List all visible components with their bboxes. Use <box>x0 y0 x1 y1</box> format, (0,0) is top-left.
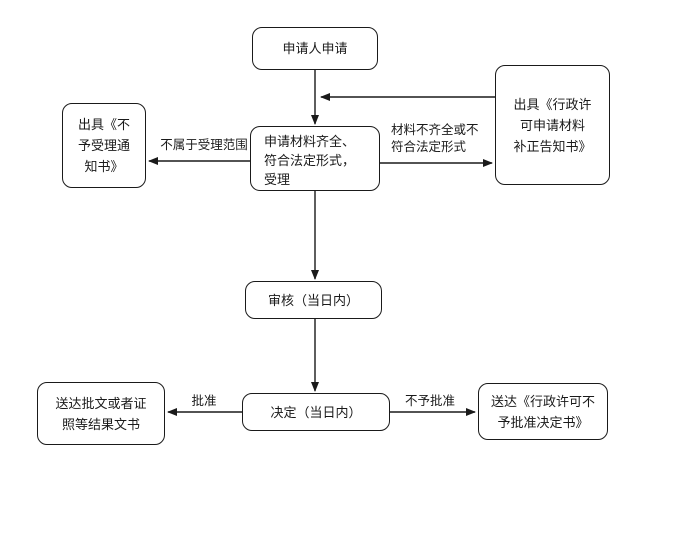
edge-label-approved: 批准 <box>191 394 217 408</box>
node-decision: 决定（当日内） <box>242 393 390 431</box>
edge-label-materials-incomplete: 材料不齐全或不 符合法定形式 <box>391 123 479 154</box>
node-deliver-approval-documents: 送达批文或者证 照等结果文书 <box>37 382 165 445</box>
node-deliver-denial-decision: 送达《行政许可不 予批准决定书》 <box>478 383 608 440</box>
node-supplement-notice: 出具《行政许 可申请材料 补正告知书》 <box>495 65 610 185</box>
node-rejection-notice: 出具《不 予受理通 知书》 <box>62 103 146 188</box>
node-review: 审核（当日内） <box>245 281 382 319</box>
node-applicant-apply: 申请人申请 <box>252 27 378 70</box>
node-accept-application: 申请材料齐全、 符合法定形式， 受理 <box>250 126 380 191</box>
edge-label-denied: 不予批准 <box>404 394 455 408</box>
edge-label-not-in-scope: 不属于受理范围 <box>160 138 248 152</box>
